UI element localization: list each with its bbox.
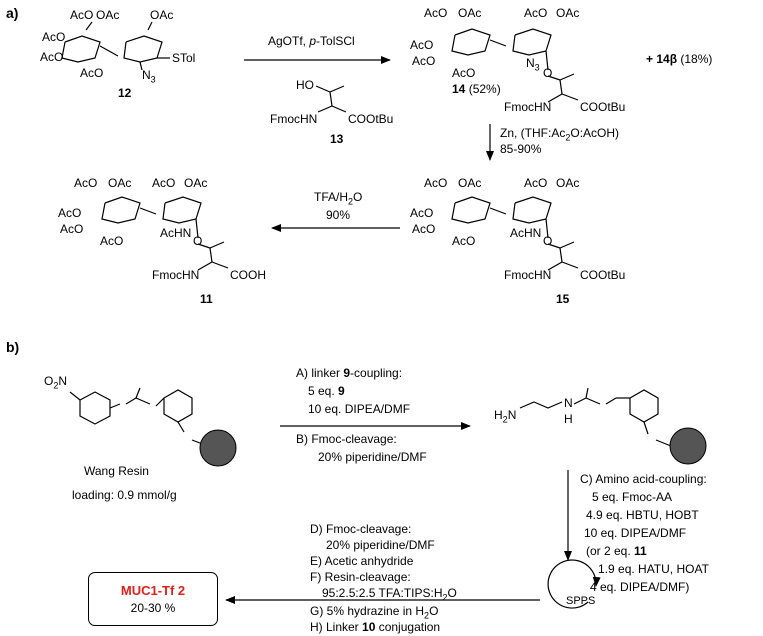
amine-resin-structure bbox=[519, 387, 677, 449]
azide-label: N3 bbox=[142, 68, 156, 85]
oxygen-label: O bbox=[543, 66, 553, 80]
compound-number-yield: 14 (52%) bbox=[452, 82, 501, 96]
fmoc-label: FmocHN bbox=[270, 112, 318, 126]
fmoc-label: FmocHN bbox=[504, 268, 552, 282]
compound-number: 15 bbox=[556, 292, 570, 306]
compound-15-structure bbox=[451, 196, 579, 271]
acetyl-label: OAc bbox=[458, 176, 482, 190]
fmoc-label: FmocHN bbox=[504, 100, 552, 114]
spps-cycle-arrow bbox=[547, 559, 601, 609]
amine-label: H2N bbox=[494, 408, 517, 425]
step3-reagents: TFA/H2O bbox=[314, 190, 363, 207]
stol-label: STol bbox=[172, 51, 196, 65]
compound-14-structure bbox=[451, 28, 579, 103]
acetamide-label: AcHN bbox=[160, 226, 192, 240]
acetyl-label: AcO bbox=[452, 66, 476, 80]
acetyl-label: AcO bbox=[424, 176, 448, 190]
acetyl-label: OAc bbox=[184, 176, 208, 190]
acetyl-label: AcO bbox=[74, 176, 98, 190]
product-name: MUC1-Tf 2 bbox=[120, 583, 186, 598]
acetyl-label: AcO bbox=[524, 6, 548, 20]
compound-number: 11 bbox=[200, 292, 213, 306]
acetyl-label: AcO bbox=[424, 6, 448, 20]
acetyl-label: OAc bbox=[556, 176, 580, 190]
acetyl-label: AcO bbox=[58, 206, 82, 220]
nitro-label: O2N bbox=[44, 374, 68, 391]
acetyl-label: AcO bbox=[412, 222, 436, 236]
compound-11-structure bbox=[101, 196, 229, 271]
fmoc-label: FmocHN bbox=[152, 268, 200, 282]
acetyl-label: OAc bbox=[108, 176, 132, 190]
azide-label: N3 bbox=[526, 56, 540, 73]
step1-reagents: AgOTf, p-TolSCl bbox=[268, 34, 355, 48]
compound-12-structure bbox=[61, 21, 170, 71]
spps-label: SPPS bbox=[566, 595, 596, 607]
compound-number: 13 bbox=[330, 132, 344, 146]
acetyl-label: AcO bbox=[152, 176, 176, 190]
acetyl-label: AcO bbox=[40, 50, 64, 64]
acetyl-label: AcO bbox=[412, 54, 436, 68]
nh-label: N bbox=[564, 396, 573, 410]
oxygen-label: O bbox=[193, 234, 203, 248]
acetyl-label: AcO bbox=[410, 206, 434, 220]
acetyl-label: AcO bbox=[70, 8, 94, 22]
product-box: MUC1-Tf 2 20-30 % bbox=[88, 572, 218, 626]
resin-name: Wang Resin bbox=[84, 464, 149, 478]
acetyl-label: AcO bbox=[42, 30, 66, 44]
ester-label: COOtBu bbox=[348, 112, 394, 126]
panel-label-a: a) bbox=[6, 5, 19, 21]
anomer-byproduct: + 14β (18%) bbox=[646, 52, 713, 66]
nh-label: H bbox=[564, 412, 573, 426]
hydroxyl-label: HO bbox=[296, 78, 314, 92]
resin-loading: loading: 0.9 mmol/g bbox=[72, 488, 177, 502]
compound-13-structure bbox=[315, 85, 347, 113]
ester-label: COOtBu bbox=[580, 100, 626, 114]
acetyl-label: AcO bbox=[410, 38, 434, 52]
step2-reagents: Zn, (THF:Ac2O:AcOH) bbox=[500, 126, 620, 143]
wang-resin-structure bbox=[69, 387, 209, 447]
oxygen-label: O bbox=[543, 234, 553, 248]
acetyl-label: AcO bbox=[452, 234, 476, 248]
ester-label: COOtBu bbox=[580, 268, 626, 282]
acetamide-label: AcHN bbox=[510, 226, 542, 240]
acetyl-label: OAc bbox=[150, 8, 174, 22]
acetyl-label: OAc bbox=[556, 6, 580, 20]
acetyl-label: AcO bbox=[100, 234, 124, 248]
panel-label-b: b) bbox=[6, 339, 20, 355]
acetyl-label: AcO bbox=[60, 222, 84, 236]
step2-yield: 85-90% bbox=[500, 142, 542, 156]
acetyl-label: OAc bbox=[458, 6, 482, 20]
acid-label: COOH bbox=[230, 268, 266, 282]
acetyl-label: OAc bbox=[96, 8, 120, 22]
resin-bead-right bbox=[669, 427, 707, 465]
compound-number: 12 bbox=[118, 86, 132, 100]
acetyl-label: AcO bbox=[80, 66, 104, 80]
acetyl-label: AcO bbox=[524, 176, 548, 190]
step3-yield: 90% bbox=[326, 208, 351, 222]
resin-bead-left bbox=[199, 429, 237, 467]
product-yield: 20-30 % bbox=[130, 601, 176, 615]
